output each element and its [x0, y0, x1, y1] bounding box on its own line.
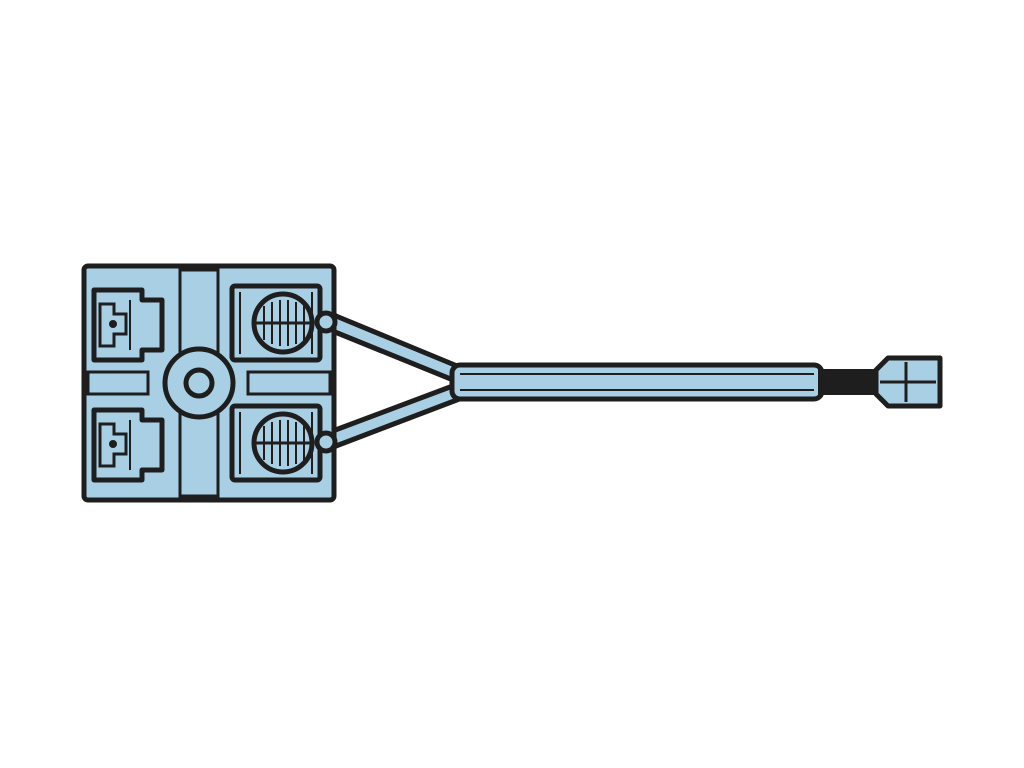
terminal-post-lower	[314, 430, 338, 454]
jack-upper-left	[91, 287, 165, 363]
terminal-lower-right	[229, 403, 338, 483]
main-cable	[449, 362, 880, 402]
center-mounting-hole	[162, 346, 236, 420]
end-connector	[873, 355, 943, 409]
terminal-upper-right	[229, 283, 338, 363]
terminal-post-upper	[314, 310, 338, 334]
cable-neck	[818, 369, 880, 395]
jack-lower-left	[91, 407, 165, 483]
